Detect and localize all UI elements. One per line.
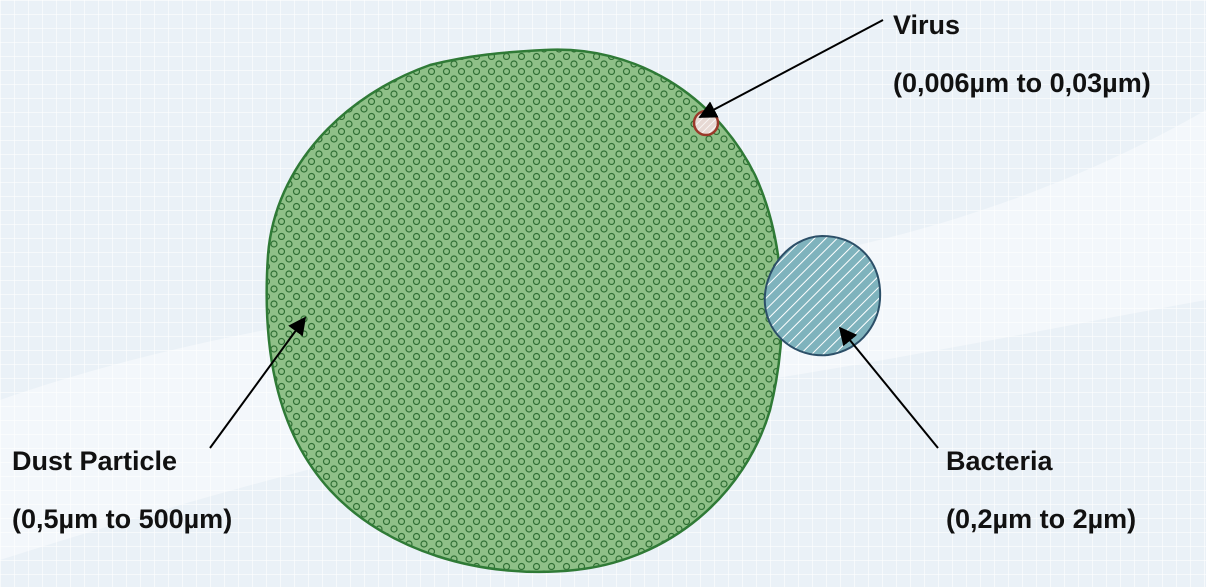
dust-particle-size-range: (0,5µm to 500µm) <box>12 506 232 533</box>
virus-label: Virus <box>893 12 960 39</box>
bacteria-shape <box>765 236 880 355</box>
virus-size-range: (0,006µm to 0,03µm) <box>893 70 1151 97</box>
dust-particle-label: Dust Particle <box>12 448 177 475</box>
bacteria-label: Bacteria <box>946 448 1053 475</box>
virus-arrow <box>700 20 883 117</box>
bacteria-size-range: (0,2µm to 2µm) <box>946 506 1136 533</box>
